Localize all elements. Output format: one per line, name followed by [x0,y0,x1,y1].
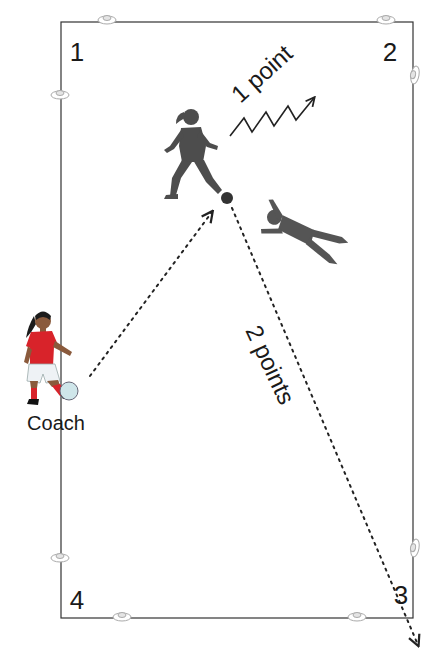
score-label: 1 point [225,39,299,109]
corner-number: 1 [68,38,86,66]
role-label: Coach [25,412,87,434]
diving-player [255,198,353,267]
cones [51,16,421,622]
attacking-player [164,109,222,199]
ball [221,192,233,204]
coach-ball [60,382,78,400]
shot-line [232,208,418,645]
score-label: 2 points [240,320,301,411]
corner-number: 3 [392,581,410,609]
corner-number: 4 [68,586,86,614]
field-boundary [61,22,413,618]
pass-line [90,212,212,376]
corner-number: 2 [381,38,399,66]
